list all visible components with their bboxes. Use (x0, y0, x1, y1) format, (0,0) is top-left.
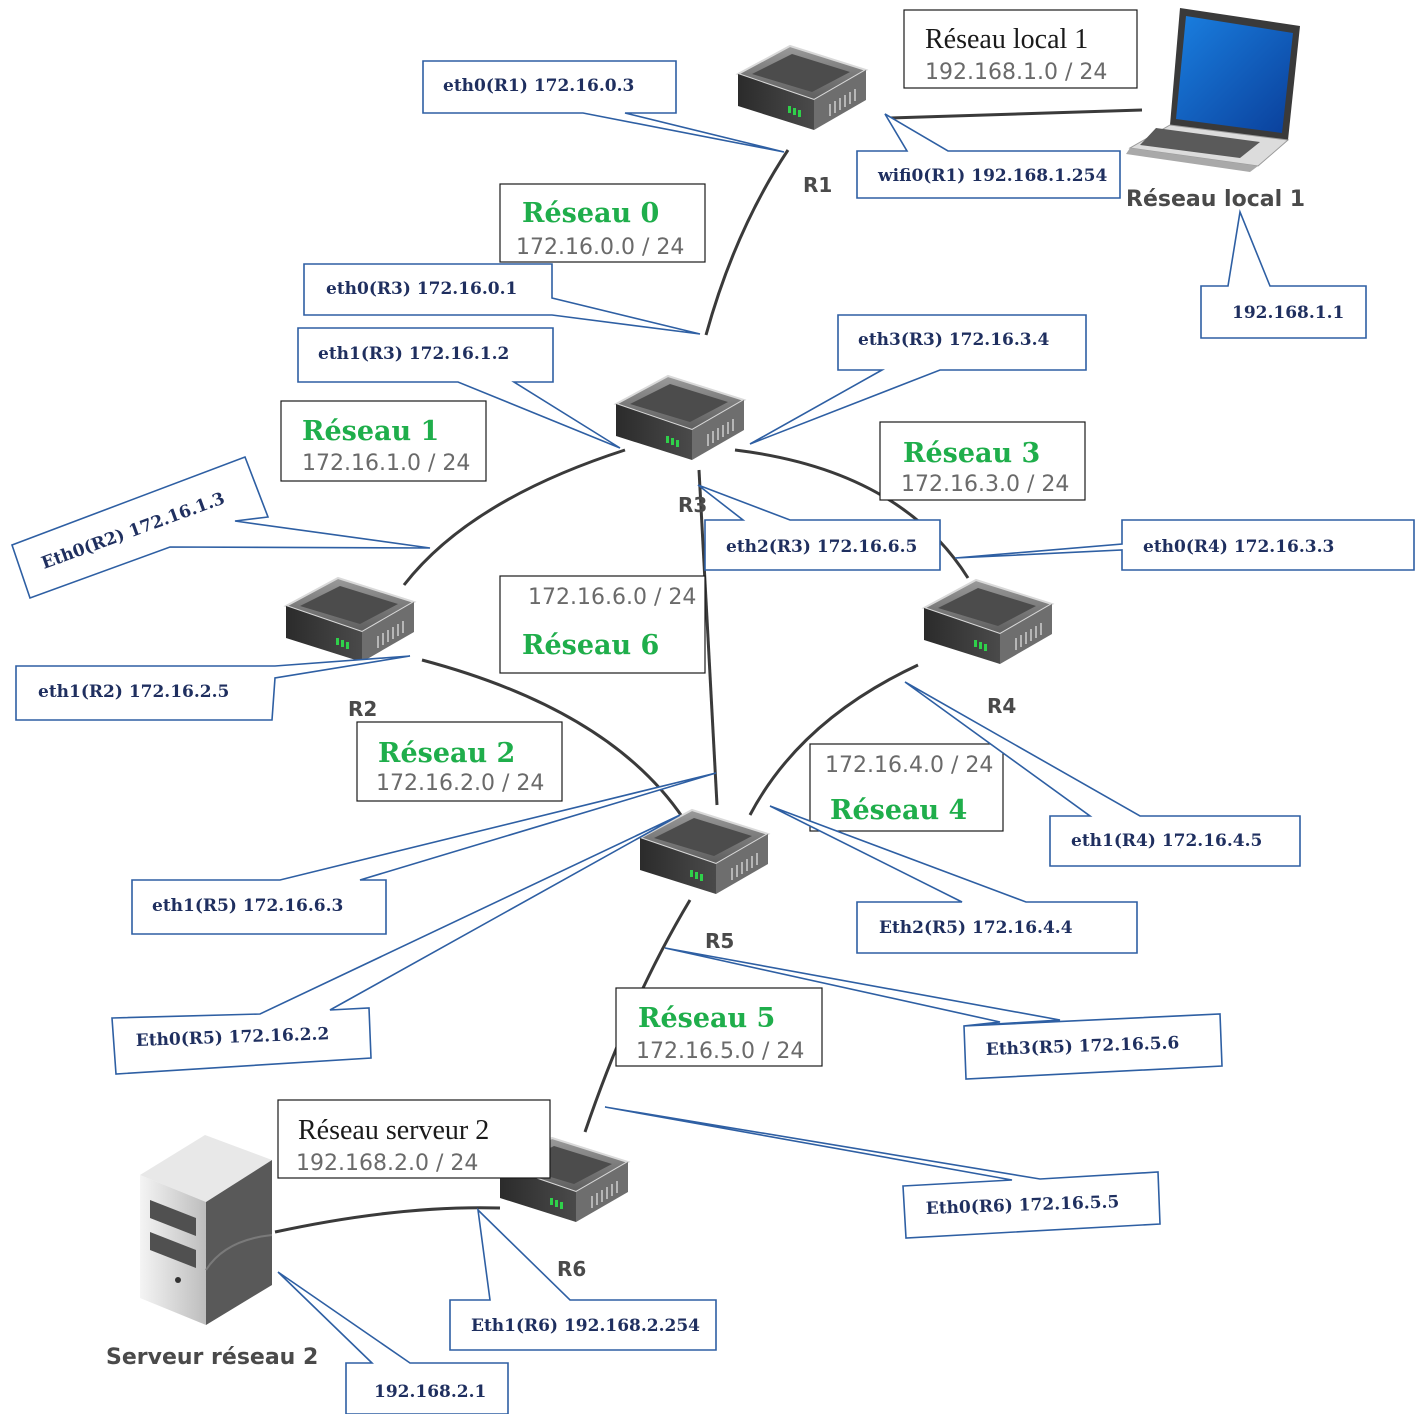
svg-text:eth0(R4) 172.16.3.3: eth0(R4) 172.16.3.3 (1143, 537, 1334, 557)
wire-r1-laptop (889, 108, 1143, 120)
network-cidr: 172.16.2.0 / 24 (376, 771, 544, 796)
network-local1: Réseau local 1 192.168.1.0 / 24 (903, 9, 1138, 89)
wire-r6-server (274, 1206, 501, 1234)
network-title: Réseau 2 (378, 738, 515, 769)
label-r3: R3 (678, 493, 707, 517)
router-r3[interactable] (615, 375, 745, 461)
svg-text:eth1(R5) 172.16.6.3: eth1(R5) 172.16.6.3 (152, 896, 343, 916)
network-title: Réseau 1 (302, 416, 439, 447)
network-2: Réseau 2 172.16.2.0 / 24 (356, 721, 563, 802)
network-6: 172.16.6.0 / 24 Réseau 6 (499, 575, 706, 674)
callout-eth2-r3: eth2(R3) 172.16.6.5 (697, 484, 941, 571)
network-cidr: 172.16.4.0 / 24 (825, 753, 993, 778)
svg-text:eth1(R4) 172.16.4.5: eth1(R4) 172.16.4.5 (1071, 831, 1262, 851)
svg-text:eth3(R3) 172.16.3.4: eth3(R3) 172.16.3.4 (858, 330, 1050, 350)
svg-text:192.168.1.1: 192.168.1.1 (1232, 303, 1344, 323)
callout-eth0-r1: eth0(R1) 172.16.0.3 (422, 60, 785, 153)
router-r5[interactable] (639, 809, 769, 895)
callout-wifi0-r1: wifi0(R1) 192.168.1.254 (856, 113, 1121, 199)
callout-laptop-ip: 192.168.1.1 (1200, 209, 1367, 339)
network-cidr: 172.16.0.0 / 24 (516, 235, 684, 260)
callout-eth0-r4: eth0(R4) 172.16.3.3 (954, 519, 1415, 571)
network-title: Réseau local 1 (925, 24, 1088, 55)
svg-text:Eth2(R5) 172.16.4.4: Eth2(R5) 172.16.4.4 (879, 918, 1073, 938)
wire-r3-r4 (734, 448, 970, 579)
callout-eth0-r6: Eth0(R6) 172.16.5.5 (604, 1106, 1161, 1239)
label-r1: R1 (803, 173, 832, 197)
label-r5: R5 (705, 929, 734, 953)
network-title: Réseau 5 (638, 1003, 775, 1034)
svg-text:eth0(R1) 172.16.0.3: eth0(R1) 172.16.0.3 (443, 76, 634, 96)
network-3: Réseau 3 172.16.3.0 / 24 (879, 421, 1086, 501)
server-icon[interactable] (140, 1135, 273, 1325)
callout-eth1-r6: Eth1(R6) 192.168.2.254 (449, 1207, 717, 1351)
label-r2: R2 (348, 697, 377, 721)
callout-eth0-r5: Eth0(R5) 172.16.2.2 (111, 814, 681, 1075)
network-cidr: 172.16.1.0 / 24 (302, 451, 470, 476)
network-cidr: 172.16.5.0 / 24 (636, 1039, 804, 1064)
network-title: Réseau 4 (830, 795, 967, 826)
label-r6: R6 (557, 1257, 586, 1281)
network-cidr: 172.16.3.0 / 24 (901, 472, 1069, 497)
network-title: Réseau serveur 2 (298, 1115, 489, 1146)
callout-eth1-r5: eth1(R5) 172.16.6.3 (131, 772, 717, 935)
wire-r1-r3 (704, 149, 790, 336)
wire-r3-r2 (402, 448, 626, 586)
network-server2: Réseau serveur 2 192.168.2.0 / 24 (277, 1099, 551, 1179)
router-r2[interactable] (285, 577, 415, 663)
wire-r4-r5 (748, 663, 919, 816)
wire-r3-r5 (697, 469, 719, 806)
svg-text:wifi0(R1) 192.168.1.254: wifi0(R1) 192.168.1.254 (877, 166, 1107, 186)
network-title: Réseau 0 (522, 198, 659, 229)
label-r4: R4 (987, 694, 1016, 718)
label-laptop: Réseau local 1 (1126, 187, 1305, 212)
network-title: Réseau 3 (903, 438, 1040, 469)
svg-text:192.168.2.1: 192.168.2.1 (374, 1382, 486, 1402)
wire-r2-r5 (421, 658, 685, 819)
router-r4[interactable] (923, 579, 1053, 665)
network-cidr: 192.168.2.0 / 24 (296, 1151, 478, 1176)
network-0: Réseau 0 172.16.0.0 / 24 (499, 183, 706, 263)
svg-text:eth1(R3) 172.16.1.2: eth1(R3) 172.16.1.2 (318, 344, 509, 364)
callout-eth1-r2: eth1(R2) 172.16.2.5 (15, 655, 411, 721)
callout-eth1-r3: eth1(R3) 172.16.1.2 (297, 327, 621, 449)
callout-server-ip: 192.168.2.1 (277, 1271, 509, 1414)
network-cidr: 172.16.6.0 / 24 (528, 585, 696, 610)
network-5: Réseau 5 172.16.5.0 / 24 (615, 987, 823, 1067)
svg-text:eth2(R3) 172.16.6.5: eth2(R3) 172.16.6.5 (726, 537, 917, 557)
svg-text:eth1(R2) 172.16.2.5: eth1(R2) 172.16.2.5 (38, 682, 229, 702)
callout-eth3-r5: Eth3(R5) 172.16.5.6 (664, 947, 1223, 1080)
callout-eth3-r3: eth3(R3) 172.16.3.4 (749, 314, 1087, 445)
network-title: Réseau 6 (522, 630, 659, 661)
svg-text:Eth1(R6) 192.168.2.254: Eth1(R6) 192.168.2.254 (471, 1316, 700, 1336)
network-1: Réseau 1 172.16.1.0 / 24 (280, 400, 487, 482)
laptop-icon[interactable] (1126, 8, 1300, 172)
svg-text:eth0(R3) 172.16.0.1: eth0(R3) 172.16.0.1 (326, 279, 517, 299)
network-cidr: 192.168.1.0 / 24 (925, 60, 1107, 85)
callout-eth2-r5: Eth2(R5) 172.16.4.4 (769, 805, 1138, 954)
callout-eth0-r3: eth0(R3) 172.16.0.1 (303, 263, 701, 335)
label-server: Serveur réseau 2 (106, 1345, 318, 1370)
network-4: 172.16.4.0 / 24 Réseau 4 (809, 743, 1004, 832)
callout-eth1-r4: eth1(R4) 172.16.4.5 (904, 681, 1301, 867)
router-r1[interactable] (737, 45, 867, 131)
